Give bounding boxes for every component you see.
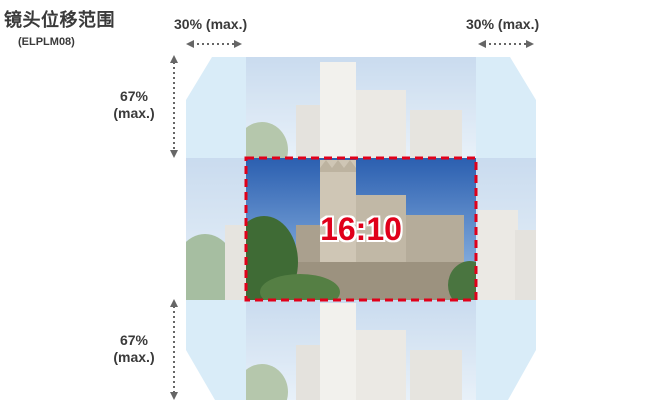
vertical-shift-arrow-top <box>170 55 178 158</box>
vertical-shift-label-top-max: (max.) <box>113 105 155 121</box>
vertical-shift-label-top-percent: 67% <box>119 88 149 104</box>
vertical-shift-arrow-bottom <box>170 299 178 400</box>
projected-image-center <box>246 158 476 300</box>
projection-frame <box>244 156 478 302</box>
horizontal-shift-label-right: 30% (max.) <box>466 16 540 32</box>
model-number: (ELPLM08) <box>18 36 75 48</box>
vertical-shift-label-bottom-max: (max.) <box>113 349 155 365</box>
shifted-image-right <box>476 158 536 300</box>
aspect-ratio-label: 16:10 <box>320 210 402 247</box>
shifted-image-top <box>246 57 476 158</box>
horizontal-shift-arrow-right <box>478 40 534 48</box>
horizontal-shift-arrow-left <box>186 40 242 48</box>
diagram-title: 镜头位移范围 <box>4 10 115 30</box>
shift-range-area <box>186 57 536 400</box>
vertical-shift-label-top: 67% (max.) <box>104 88 164 122</box>
vertical-shift-label-bottom: 67% (max.) <box>104 332 164 366</box>
horizontal-shift-label-left: 30% (max.) <box>174 16 248 32</box>
vertical-shift-label-bottom-percent: 67% <box>119 332 149 348</box>
shifted-image-bottom <box>246 300 476 400</box>
shifted-image-left <box>186 158 246 300</box>
